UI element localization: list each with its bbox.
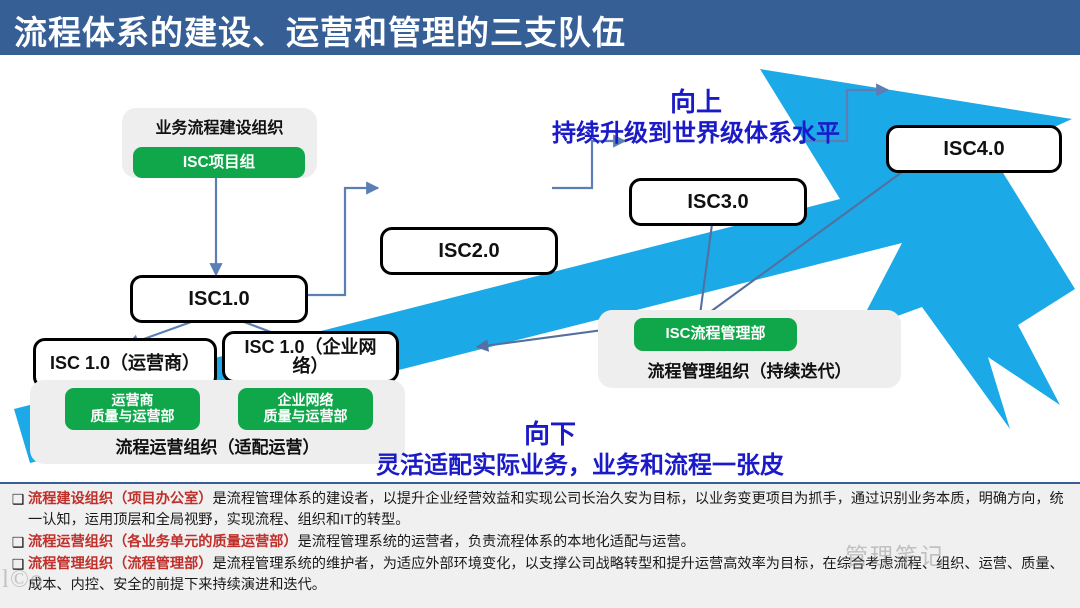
callout-up-line2: 持续升级到世界级体系水平 bbox=[552, 120, 840, 147]
note-item-1-body: 是流程管理体系的建设者，以提升企业经营效益和实现公司长治久安为目标，以业务变更项… bbox=[28, 491, 1064, 528]
green-box-enterprise-quality-ops-label: 企业网络 质量与运营部 bbox=[263, 392, 348, 424]
note-item-3: ❑ 流程管理组织（流程管理部）是流程管理系统的维护者，为适应外部环境变化，以支撑… bbox=[8, 554, 1072, 596]
note-bullet-icon: ❑ bbox=[11, 556, 25, 572]
green-box-carrier-quality-ops-label: 运营商 质量与运营部 bbox=[90, 392, 175, 424]
note-bullet-icon: ❑ bbox=[11, 491, 25, 507]
note-item-1: ❑ 流程建设组织（项目办公室）是流程管理体系的建设者，以提升企业经营效益和实现公… bbox=[8, 489, 1072, 531]
panel-mgmt-org-label: 流程管理组织（持续迭代） bbox=[647, 362, 852, 381]
note-item-3-text: 流程管理组织（流程管理部）是流程管理系统的维护者，为适应外部环境变化，以支撑公司… bbox=[28, 554, 1072, 596]
note-item-3-highlight: 流程管理组织（流程管理部） bbox=[28, 556, 213, 572]
green-box-isc-process-mgmt-dept[interactable]: ISC流程管理部 bbox=[634, 318, 797, 351]
panel-ops-org-label: 流程运营组织（适配运营） bbox=[115, 438, 320, 457]
node-isc1-enterprise[interactable]: ISC 1.0（企业网络） bbox=[222, 331, 399, 383]
green-box-enterprise-quality-ops[interactable]: 企业网络 质量与运营部 bbox=[238, 388, 373, 430]
green-box-carrier-quality-ops[interactable]: 运营商 质量与运营部 bbox=[65, 388, 200, 430]
panel-build-org-label: 业务流程建设组织 bbox=[155, 120, 284, 137]
note-item-2-text: 流程运营组织（各业务单元的质量运营部）是流程管理系统的运营者，负责流程体系的本地… bbox=[28, 532, 1072, 553]
node-isc1[interactable]: ISC1.0 bbox=[130, 275, 308, 323]
node-isc3[interactable]: ISC3.0 bbox=[629, 178, 807, 226]
green-box-isc-project-team[interactable]: ISC项目组 bbox=[133, 147, 305, 178]
note-item-2-body: 是流程管理系统的运营者，负责流程体系的本地化适配与运营。 bbox=[297, 534, 695, 550]
callout-down-line1: 向下 bbox=[523, 419, 576, 449]
callout-up-line1: 向上 bbox=[669, 87, 722, 117]
connector-lines bbox=[125, 83, 952, 352]
node-isc4[interactable]: ISC4.0 bbox=[886, 125, 1062, 173]
notes-panel: ❑ 流程建设组织（项目办公室）是流程管理体系的建设者，以提升企业经营效益和实现公… bbox=[0, 482, 1080, 608]
note-item-2-highlight: 流程运营组织（各业务单元的质量运营部） bbox=[28, 534, 298, 550]
callout-down-line2: 灵活适配实际业务，业务和流程一张皮 bbox=[376, 452, 784, 479]
node-isc2[interactable]: ISC2.0 bbox=[380, 227, 558, 275]
page-title: 流程体系的建设、运营和管理的三支队伍 bbox=[14, 14, 626, 51]
note-item-1-text: 流程建设组织（项目办公室）是流程管理体系的建设者，以提升企业经营效益和实现公司长… bbox=[28, 489, 1072, 531]
slide-header: 流程体系的建设、运营和管理的三支队伍 bbox=[0, 0, 1080, 57]
note-item-1-highlight: 流程建设组织（项目办公室） bbox=[28, 491, 213, 507]
diagram-canvas: 业务流程建设组织 ISC项目组 ISC1.0 ISC 1.0（运营商） ISC … bbox=[0, 57, 1080, 482]
header-divider bbox=[0, 55, 1080, 58]
note-bullet-icon: ❑ bbox=[11, 534, 25, 550]
note-item-3-body: 是流程管理系统的维护者，为适应外部环境变化，以支撑公司战略转型和提升运营高效率为… bbox=[28, 556, 1064, 593]
note-item-2: ❑ 流程运营组织（各业务单元的质量运营部）是流程管理系统的运营者，负责流程体系的… bbox=[8, 532, 1072, 553]
